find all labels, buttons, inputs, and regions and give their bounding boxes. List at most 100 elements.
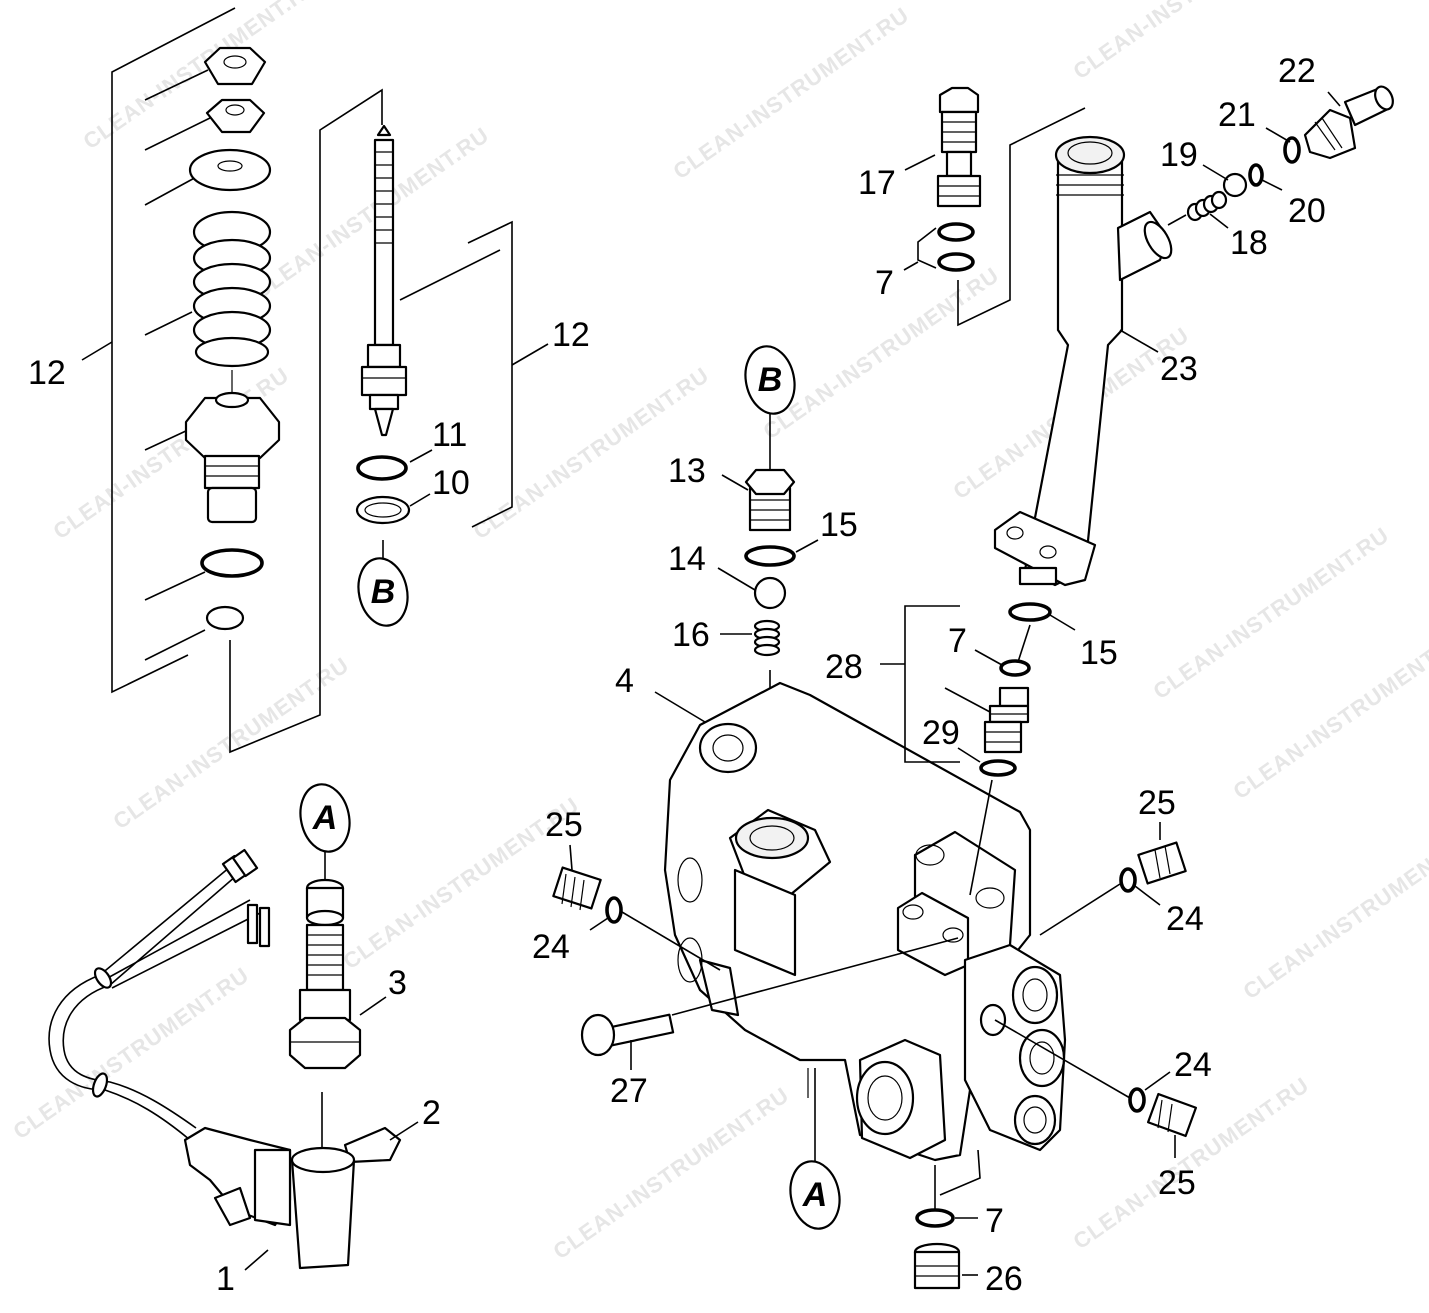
callout-28: 28 — [825, 648, 863, 686]
callout-labels: 1 2 3 4 7 7 7 10 11 12 12 13 14 15 15 16… — [28, 52, 1326, 1298]
o-ring-7-top-a — [937, 222, 975, 242]
connector-24c — [994, 1019, 1131, 1099]
valve-insert-29 — [983, 686, 1030, 754]
connector-22 — [1303, 85, 1394, 160]
callout-14: 14 — [668, 540, 706, 578]
callout-18: 18 — [1230, 224, 1268, 262]
leader-23 — [1119, 329, 1159, 353]
plug-25-right-bottom — [1146, 1092, 1198, 1138]
leader-15a — [795, 539, 819, 553]
reference-bubble-a-bottom: A — [789, 1160, 841, 1230]
leader-13 — [721, 474, 749, 491]
leader-2 — [389, 1121, 419, 1141]
valve-body — [184, 391, 281, 524]
leader-14 — [717, 567, 756, 591]
bracket-7-top — [917, 227, 937, 269]
callout-15a: 15 — [820, 506, 858, 544]
o-ring-24-right-bottom — [1128, 1087, 1146, 1113]
spring-18 — [1186, 190, 1228, 222]
leader-24b — [1134, 885, 1161, 906]
o-ring-24-right-top — [1119, 867, 1137, 893]
callout-7c: 7 — [985, 1202, 1004, 1240]
watermark-text: CLEAN-INSTRUMENT.RU — [1239, 822, 1429, 1004]
leader-18 — [1209, 213, 1229, 229]
callout-3: 3 — [388, 964, 407, 1002]
ball-19 — [1222, 172, 1248, 198]
o-ring-29 — [979, 759, 1017, 777]
callout-19: 19 — [1160, 136, 1198, 174]
washer — [188, 148, 272, 192]
callout-2: 2 — [422, 1094, 441, 1132]
callout-24c: 24 — [1174, 1046, 1212, 1084]
callout-25b: 25 — [1138, 784, 1176, 822]
callout-12b: 12 — [552, 316, 590, 354]
axis-line — [1017, 624, 1031, 663]
axis-line — [1167, 214, 1187, 226]
callout-16: 16 — [672, 616, 710, 654]
reference-bubble-b-bottom: B — [357, 557, 409, 627]
o-ring — [200, 548, 264, 578]
callout-21: 21 — [1218, 96, 1256, 134]
valve-spring-16 — [753, 619, 781, 657]
callout-24a: 24 — [532, 928, 570, 966]
watermark-text: CLEAN-INSTRUMENT.RU — [669, 2, 914, 184]
callout-25a: 25 — [545, 806, 583, 844]
callout-1: 1 — [216, 1260, 235, 1298]
callout-29: 29 — [922, 714, 960, 752]
leader-24c — [1144, 1071, 1171, 1091]
connector-17-23 — [957, 107, 1086, 327]
nozzle-17 — [936, 86, 982, 208]
callout-22: 22 — [1278, 52, 1316, 90]
leader-7b — [974, 649, 1003, 666]
watermark-text: CLEAN-INSTRUMENT.RU — [79, 0, 324, 154]
watermark-text: CLEAN-INSTRUMENT.RU — [1229, 622, 1429, 804]
axis-line — [969, 779, 993, 896]
switch-cable — [48, 848, 271, 1141]
o-ring-20 — [1248, 163, 1264, 187]
bracket-28 — [904, 605, 960, 763]
pump-housing-4 — [663, 681, 1067, 1162]
svg-text:A: A — [802, 1176, 828, 1214]
leader-25a — [569, 844, 573, 871]
callout-15b: 15 — [1080, 634, 1118, 672]
leader-29-top — [944, 687, 991, 713]
leader-29 — [957, 747, 981, 763]
callout-11: 11 — [432, 416, 467, 454]
o-ring-15 — [744, 545, 796, 567]
connector-24a — [621, 911, 721, 971]
connector-line — [229, 88, 383, 754]
callout-12a: 12 — [28, 354, 66, 392]
leader-20 — [1261, 179, 1283, 191]
watermark-text: CLEAN-INSTRUMENT.RU — [1149, 522, 1394, 704]
reference-bubble-b-top: B — [744, 345, 796, 415]
o-ring-24-left — [605, 896, 623, 924]
screw-27 — [580, 937, 959, 1057]
callout-27: 27 — [610, 1072, 648, 1110]
leader-17 — [904, 154, 936, 171]
leader-24a — [589, 917, 609, 931]
callout-20: 20 — [1288, 192, 1326, 230]
leader-1 — [244, 1249, 269, 1271]
ring-21 — [1283, 136, 1301, 164]
spring — [192, 210, 272, 368]
bracket-12-left — [81, 7, 236, 694]
plug-25-left — [552, 866, 602, 911]
callout-24b: 24 — [1166, 900, 1204, 938]
connector-24b — [1039, 883, 1121, 936]
leader-21 — [1265, 127, 1291, 143]
switch-piston-3 — [288, 878, 362, 1070]
leader-7a — [903, 261, 919, 271]
leader-11 — [409, 449, 433, 463]
o-ring-7-bottom — [915, 1208, 955, 1228]
callout-13: 13 — [668, 452, 706, 490]
hex-nut — [203, 46, 267, 86]
plug-26 — [913, 1242, 961, 1290]
o-ring-15-lower — [1008, 602, 1052, 622]
callout-7a: 7 — [875, 264, 894, 302]
leader-lines-12 — [144, 69, 211, 661]
callout-26: 26 — [985, 1260, 1023, 1298]
valve-ball-14 — [753, 576, 787, 610]
callout-25c: 25 — [1158, 1164, 1196, 1202]
pressure-switch-housing — [183, 1126, 402, 1270]
